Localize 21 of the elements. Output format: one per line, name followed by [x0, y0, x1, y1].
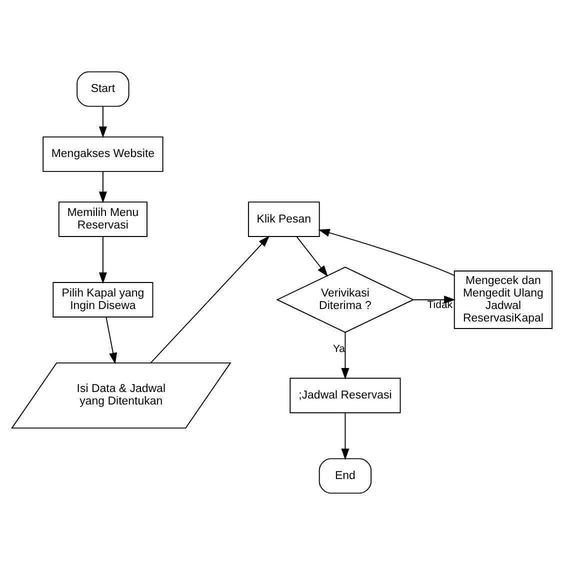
node-box: Mengakses Website	[42, 136, 164, 172]
edge-label: Ya	[332, 342, 346, 355]
arrow	[412, 295, 456, 304]
node-diamond: Verivikasi Diterima ?	[276, 266, 414, 332]
node-box: Mengecek dan Mengedit Ulang Jadwal ReservasiKapal	[454, 270, 553, 328]
edge-label: Tidak	[427, 298, 453, 311]
node-box: ;Jadwal Reservasi	[290, 377, 401, 413]
node-box: Klik Pesan	[248, 201, 320, 237]
node-box: Start	[76, 70, 130, 106]
arrow	[98, 106, 107, 138]
arrow	[296, 236, 328, 276]
node-box: Pilih Kapal yang Ingin Disewa	[52, 282, 154, 317]
arrow	[341, 331, 350, 380]
arrow	[318, 228, 455, 276]
arrow	[150, 235, 270, 363]
arrow	[341, 412, 350, 460]
node-box: Memilih Menu Reservasi	[58, 201, 148, 237]
arrow	[106, 316, 118, 364]
arrow	[98, 236, 107, 284]
arrow	[98, 170, 107, 203]
node-box: End	[318, 458, 372, 494]
